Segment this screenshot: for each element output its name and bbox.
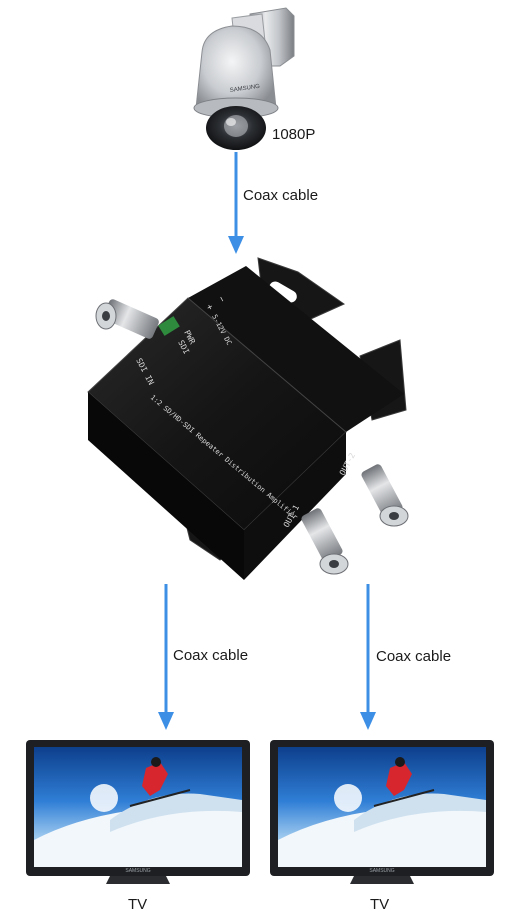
arrow-device-to-tv-right [360,584,376,730]
tv-monitor-left: SAMSUNG [26,740,250,884]
device-side-face [244,432,346,580]
skier [142,762,168,796]
tv-monitor-right: SAMSUNG [270,740,494,884]
camera-lens [224,115,248,137]
bnc-body [301,508,343,562]
skier [386,762,412,796]
bnc-body [361,464,403,518]
minus-label: − [215,295,227,305]
distribution-amplifier: SDI IN PWR SDI 5-12V DC + − 1:2 SD/HD-SD… [87,257,409,580]
skier-helmet [151,757,161,767]
tv-brand: SAMSUNG [125,868,150,874]
camera-resolution-label: 1080P [272,126,316,143]
power-terminal [158,316,180,336]
bnc-input-connector [95,299,159,339]
tv-stand [106,876,170,884]
tv-stand [350,876,414,884]
arrow-head [360,712,376,730]
arrow-device-to-tv-left [158,584,174,730]
bnc-out2-connector [361,464,409,527]
bnc-body [103,299,159,339]
sun-glare [334,784,362,812]
top-cable-label: Coax cable [243,187,319,204]
snow-slope [34,805,242,867]
sun-glare [90,784,118,812]
device-top-back [188,266,404,432]
ptz-camera: SAMSUNG [193,7,295,150]
arrow-head [228,236,244,254]
bnc-pin [329,560,339,568]
left-cable-label: Coax cable [173,647,249,664]
camera-brand: SAMSUNG [229,84,260,94]
arrow-camera-to-device [228,152,244,254]
skis [129,789,191,807]
right-cable-label: Coax cable [376,648,452,665]
bnc-pin [389,512,399,520]
tv-right-label: TV [370,896,390,913]
tv-left-label: TV [128,896,148,913]
bnc-out1-connector [301,508,349,575]
snow-slope [278,805,486,867]
arrow-head [158,712,174,730]
skis [373,789,435,807]
skier-helmet [395,757,405,767]
device-front-face [88,392,244,580]
plus-label: + [203,303,215,313]
bnc-pin [102,311,110,321]
tv-brand: SAMSUNG [369,868,394,874]
lens-highlight [226,118,236,126]
flange-hole [269,281,297,303]
